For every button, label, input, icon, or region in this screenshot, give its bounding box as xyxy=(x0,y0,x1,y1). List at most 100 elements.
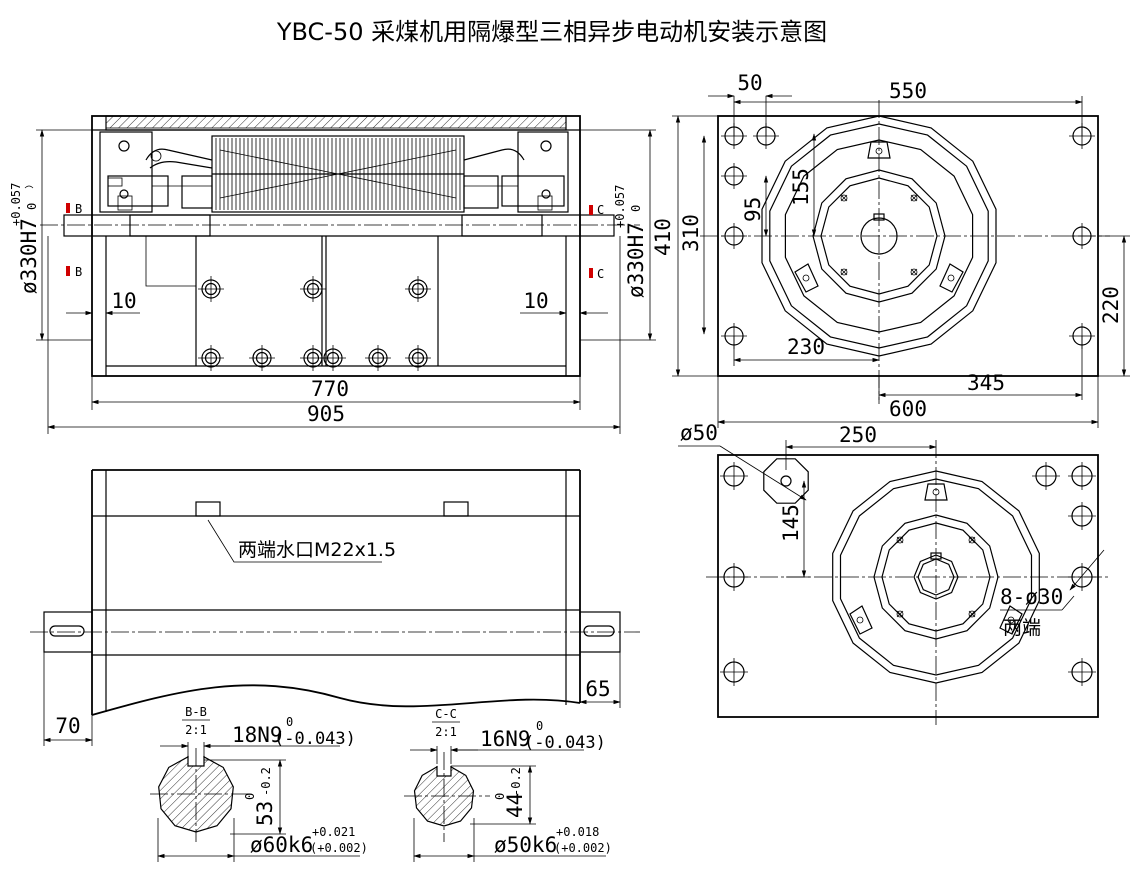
pad-top-right xyxy=(867,141,891,159)
section-bb-key-upper: 0 xyxy=(286,715,293,729)
dim-dia-50: ø50 xyxy=(680,421,718,445)
mounting-hole xyxy=(1068,658,1096,686)
section-bb: B-B 2:1 18N9 0 (-0.043) 53 0 -0.2 ø60k6 … xyxy=(150,705,368,862)
dim-155: 155 xyxy=(789,168,813,206)
mounting-hole xyxy=(1069,223,1095,249)
dim-bore-left: ø330H7 xyxy=(17,218,41,294)
flange-plate-left xyxy=(717,454,1099,718)
dim-plate-height-410: 410 xyxy=(651,218,675,256)
section-label-c-top: C xyxy=(597,203,604,217)
section-cc-key: 16N9 xyxy=(480,727,531,751)
dim-gap-left: 10 xyxy=(111,289,136,313)
dim-shaft-right: 65 xyxy=(585,677,610,701)
dim-shaft-left: 70 xyxy=(55,714,80,738)
dim-hole-spacing-50: 50 xyxy=(737,71,762,95)
section-bb-label: B-B xyxy=(185,705,207,719)
dim-220: 220 xyxy=(1099,286,1123,324)
section-cc-dia: ø50k6 xyxy=(494,833,557,857)
mounting-hole xyxy=(720,563,748,591)
pad-right-left xyxy=(999,605,1023,635)
pad-top-left xyxy=(924,483,948,501)
section-cc-depth-tol-upper: 0 xyxy=(493,793,507,800)
mounting-hole xyxy=(720,462,748,490)
section-cc-scale: 2:1 xyxy=(435,725,457,739)
bolt xyxy=(320,345,346,371)
flange-ring xyxy=(839,478,1033,676)
section-bb-shape xyxy=(158,755,234,833)
end-view-left: ø50 250 145 8-ø30 两端 xyxy=(678,421,1110,725)
keyway-right xyxy=(583,625,615,637)
section-marker-b-bottom xyxy=(66,266,70,276)
pad-left-left xyxy=(849,605,873,635)
section-cc-key-upper: 0 xyxy=(536,719,543,733)
bolt xyxy=(198,276,224,302)
section-marker-c-top xyxy=(589,205,593,215)
bolt xyxy=(365,345,391,371)
dim-overall-length: 905 xyxy=(307,402,345,426)
section-bb-dia-upper: +0.021 xyxy=(312,825,355,839)
section-bb-depth: 53 xyxy=(253,801,277,826)
mounting-hole xyxy=(720,658,748,686)
tol-bore-right-upper: +0.057 xyxy=(613,185,627,228)
mounting-hole xyxy=(721,163,747,189)
dim-bore-right: ø330H7 xyxy=(624,222,648,298)
end-view-right: 50 550 410 310 95 155 230 345 600 220 xyxy=(651,71,1130,428)
dim-250: 250 xyxy=(839,423,877,447)
left-bearing-assembly xyxy=(99,131,213,213)
pad-right-right xyxy=(939,263,964,293)
mounting-holes-left xyxy=(720,462,1096,686)
section-bb-dia: ø60k6 xyxy=(250,833,313,857)
section-cc-dia-upper: +0.018 xyxy=(556,825,599,839)
water-port-left xyxy=(195,501,221,517)
tol-bore-left-upper: +0.057 xyxy=(9,183,23,226)
break-line xyxy=(91,684,581,716)
large-hole-50 xyxy=(763,458,809,504)
section-bb-key-lower: (-0.043) xyxy=(274,729,356,749)
stator-core xyxy=(211,135,465,213)
section-marker-b-top xyxy=(66,203,70,213)
section-cc-depth-tol: -0.2 xyxy=(509,767,523,796)
section-cc-depth: 44 xyxy=(503,793,527,818)
dim-345: 345 xyxy=(967,371,1005,395)
section-bb-key: 18N9 xyxy=(232,723,283,747)
section-cc: C-C 2:1 16N9 0 (-0.043) 44 0 -0.2 ø50k6 … xyxy=(404,707,612,862)
dim-600: 600 xyxy=(889,397,927,421)
keyway-left xyxy=(49,625,85,637)
right-bearing-assembly xyxy=(463,131,569,213)
section-bb-scale: 2:1 xyxy=(185,723,207,737)
tol-bore-right-lower: 0 xyxy=(629,205,643,212)
bolt xyxy=(300,276,326,302)
shaft-right xyxy=(579,214,615,237)
bottom-view: 两端水口M22x1.5 70 65 xyxy=(30,469,640,746)
bolt xyxy=(249,345,275,371)
tol-bore-left-lower: 0 xyxy=(25,203,39,210)
dim-145: 145 xyxy=(779,504,803,542)
flange-plate-right xyxy=(717,115,1099,377)
mounting-hole xyxy=(1032,462,1060,490)
mounting-hole xyxy=(1068,502,1096,530)
water-port-right xyxy=(443,501,469,517)
hole-note: 8-ø30 xyxy=(1000,585,1063,609)
bolt xyxy=(405,276,431,302)
section-label-b-top: B xyxy=(75,202,82,216)
mounting-hole xyxy=(721,223,747,249)
dim-body-length: 770 xyxy=(311,377,349,401)
section-bb-depth-tol: -0.2 xyxy=(259,767,273,796)
flange-ring xyxy=(917,558,955,596)
pad-left-right xyxy=(794,263,819,293)
section-label-c-bottom: C xyxy=(597,267,604,281)
dim-230: 230 xyxy=(787,335,825,359)
section-cc-key-lower: (-0.043) xyxy=(524,733,606,753)
dim-gap-right: 10 xyxy=(523,289,548,313)
section-cc-dia-lower: (+0.002) xyxy=(554,841,612,855)
front-view: B B C C ø330H7 +0.057 0 ø330H7 +0.057 0 … xyxy=(9,115,656,434)
dim-95: 95 xyxy=(741,197,765,222)
bolt xyxy=(405,345,431,371)
mounting-hole xyxy=(1068,462,1096,490)
mounting-bolts xyxy=(198,276,431,371)
section-marker-c-bottom xyxy=(589,268,593,278)
dim-hole-height-310: 310 xyxy=(679,214,703,252)
section-label-b-bottom: B xyxy=(75,265,82,279)
bolt xyxy=(198,345,224,371)
